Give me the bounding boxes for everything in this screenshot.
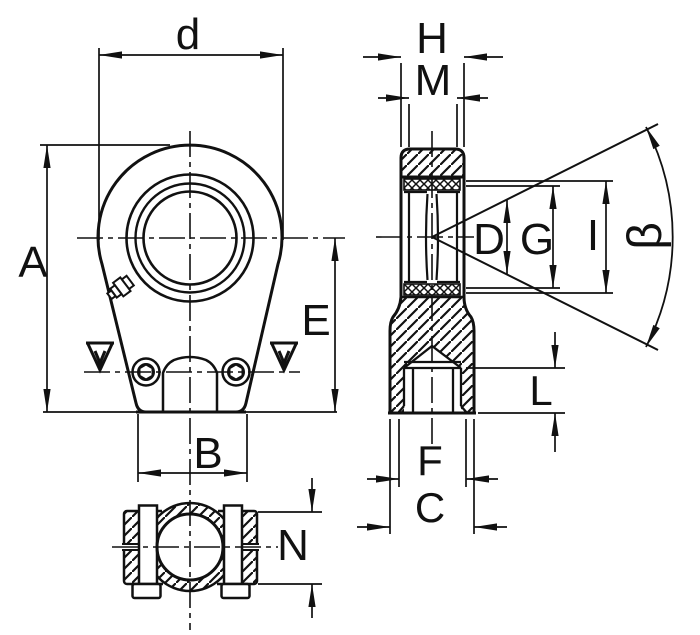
surface-finish-symbol-right (270, 341, 298, 374)
dim-label-N: N (277, 521, 309, 570)
clamp-bolt-left (137, 504, 159, 586)
dim-label-L: L (529, 367, 553, 414)
dim-label-I: I (586, 211, 600, 260)
dim-label-F: F (417, 437, 443, 484)
dim-label-A: A (18, 238, 48, 287)
dim-label-G: G (519, 215, 555, 264)
side-view-dimensions (357, 53, 674, 534)
bolt-head-right (220, 582, 251, 600)
dim-label-E: E (301, 296, 331, 345)
dim-label-d: d (175, 10, 201, 59)
dim-label-M: M (414, 56, 452, 105)
dim-label-beta: β (619, 222, 672, 250)
front-view-centerlines (77, 131, 345, 630)
front-view-dimensions (40, 48, 339, 482)
surface-finish-symbol-left (86, 341, 114, 374)
bolt-head-left (131, 582, 162, 600)
side-view (376, 123, 659, 446)
grease-nipple (105, 274, 136, 301)
bottom-view (112, 501, 278, 600)
side-view-centerlines (376, 131, 474, 446)
dim-label-H: H (416, 14, 448, 63)
clamp-bolt-right (222, 504, 244, 586)
bottom-view-dimensions (258, 478, 322, 618)
dim-label-C: C (414, 484, 446, 531)
dim-label-D: D (473, 215, 505, 264)
dim-label-B: B (193, 429, 223, 478)
threaded-hole (397, 344, 468, 414)
